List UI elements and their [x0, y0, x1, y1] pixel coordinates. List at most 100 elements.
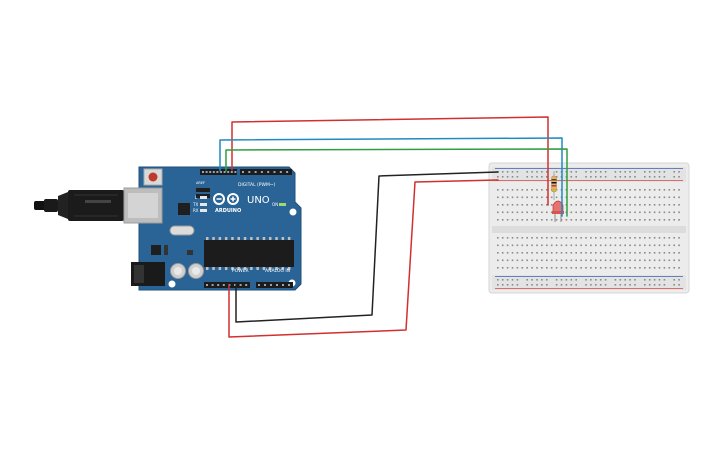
hole: [506, 211, 509, 214]
analog-header[interactable]: [256, 282, 293, 288]
hole: [609, 204, 612, 206]
hole: [599, 244, 602, 247]
hole: [653, 279, 656, 281]
hole: [629, 176, 631, 178]
hole: [511, 189, 514, 191]
digital-header[interactable]: [200, 169, 292, 175]
hole: [653, 196, 656, 199]
hole: [501, 196, 504, 199]
hole: [288, 284, 290, 286]
hole: [206, 284, 208, 286]
hole: [639, 259, 641, 262]
hole: [590, 237, 592, 239]
resistor[interactable]: [551, 171, 557, 200]
hole: [565, 279, 568, 281]
hole: [678, 171, 680, 173]
hole: [501, 284, 504, 286]
hole: [585, 171, 587, 173]
hole: [673, 259, 675, 262]
hole: [575, 259, 577, 262]
hole: [526, 176, 528, 178]
hole: [609, 196, 612, 199]
hole: [678, 279, 680, 281]
hole: [595, 189, 597, 191]
analog-label: ANALOG IN: [265, 268, 290, 274]
wire-red-top[interactable]: [231, 116, 549, 206]
power-jack[interactable]: [131, 262, 165, 286]
hole: [506, 237, 509, 239]
hole: [624, 259, 626, 262]
hole: [648, 259, 651, 262]
hole: [653, 259, 656, 262]
hole: [555, 196, 558, 199]
hole: [526, 171, 528, 173]
hole: [555, 171, 558, 173]
hole: [590, 204, 592, 206]
hole: [590, 211, 592, 214]
hole: [678, 196, 680, 199]
wire-red-bottom[interactable]: [228, 179, 499, 338]
hole: [599, 189, 602, 191]
hole: [658, 237, 661, 239]
red-led[interactable]: [552, 200, 564, 222]
hole: [501, 252, 504, 254]
hole: [223, 171, 226, 173]
hole: [531, 267, 533, 269]
hole: [212, 237, 215, 240]
power-header[interactable]: [204, 282, 250, 288]
hole: [516, 176, 519, 178]
hole: [570, 204, 573, 206]
hole: [624, 237, 626, 239]
hole: [521, 196, 524, 199]
hole: [585, 211, 587, 214]
tx-label: TX: [192, 202, 198, 207]
hole: [653, 171, 656, 173]
hole: [639, 211, 641, 214]
hole: [648, 196, 651, 199]
hole: [634, 237, 636, 239]
hole: [658, 196, 661, 199]
hole: [220, 171, 222, 173]
hole: [555, 284, 558, 286]
hole: [619, 211, 622, 214]
l-label: L: [195, 195, 198, 200]
hole: [546, 267, 548, 269]
hole: [526, 189, 528, 191]
hole: [575, 196, 577, 199]
hole: [546, 171, 548, 173]
hole: [497, 259, 499, 262]
hole: [516, 171, 519, 173]
hole: [595, 176, 597, 178]
hole: [648, 279, 651, 281]
hole: [619, 284, 622, 286]
reset-button[interactable]: [143, 168, 163, 186]
hole: [653, 219, 656, 221]
hole: [678, 189, 680, 191]
hole: [531, 211, 533, 214]
hole: [658, 259, 661, 262]
hole: [609, 259, 612, 262]
wire-green[interactable]: [225, 148, 568, 217]
hole: [565, 252, 568, 254]
hole: [678, 284, 680, 286]
hole: [546, 279, 548, 281]
hole: [526, 196, 528, 199]
hole: [590, 189, 592, 191]
hole: [619, 267, 622, 269]
hole: [516, 211, 519, 214]
hole: [555, 259, 558, 262]
wire-blue[interactable]: [219, 137, 563, 217]
hole: [211, 284, 214, 286]
hole: [590, 279, 592, 281]
hole: [609, 211, 612, 214]
hole: [260, 171, 263, 173]
hole: [619, 204, 622, 206]
arduino-board[interactable]: TX RX L ON ARDUINO UNO DIGITAL (PWM~) AR…: [34, 166, 302, 291]
hole: [531, 204, 533, 206]
hole: [653, 176, 656, 178]
hole: [658, 284, 661, 286]
hole: [506, 259, 509, 262]
breadboard[interactable]: [488, 162, 690, 294]
wire-black[interactable]: [235, 171, 499, 323]
